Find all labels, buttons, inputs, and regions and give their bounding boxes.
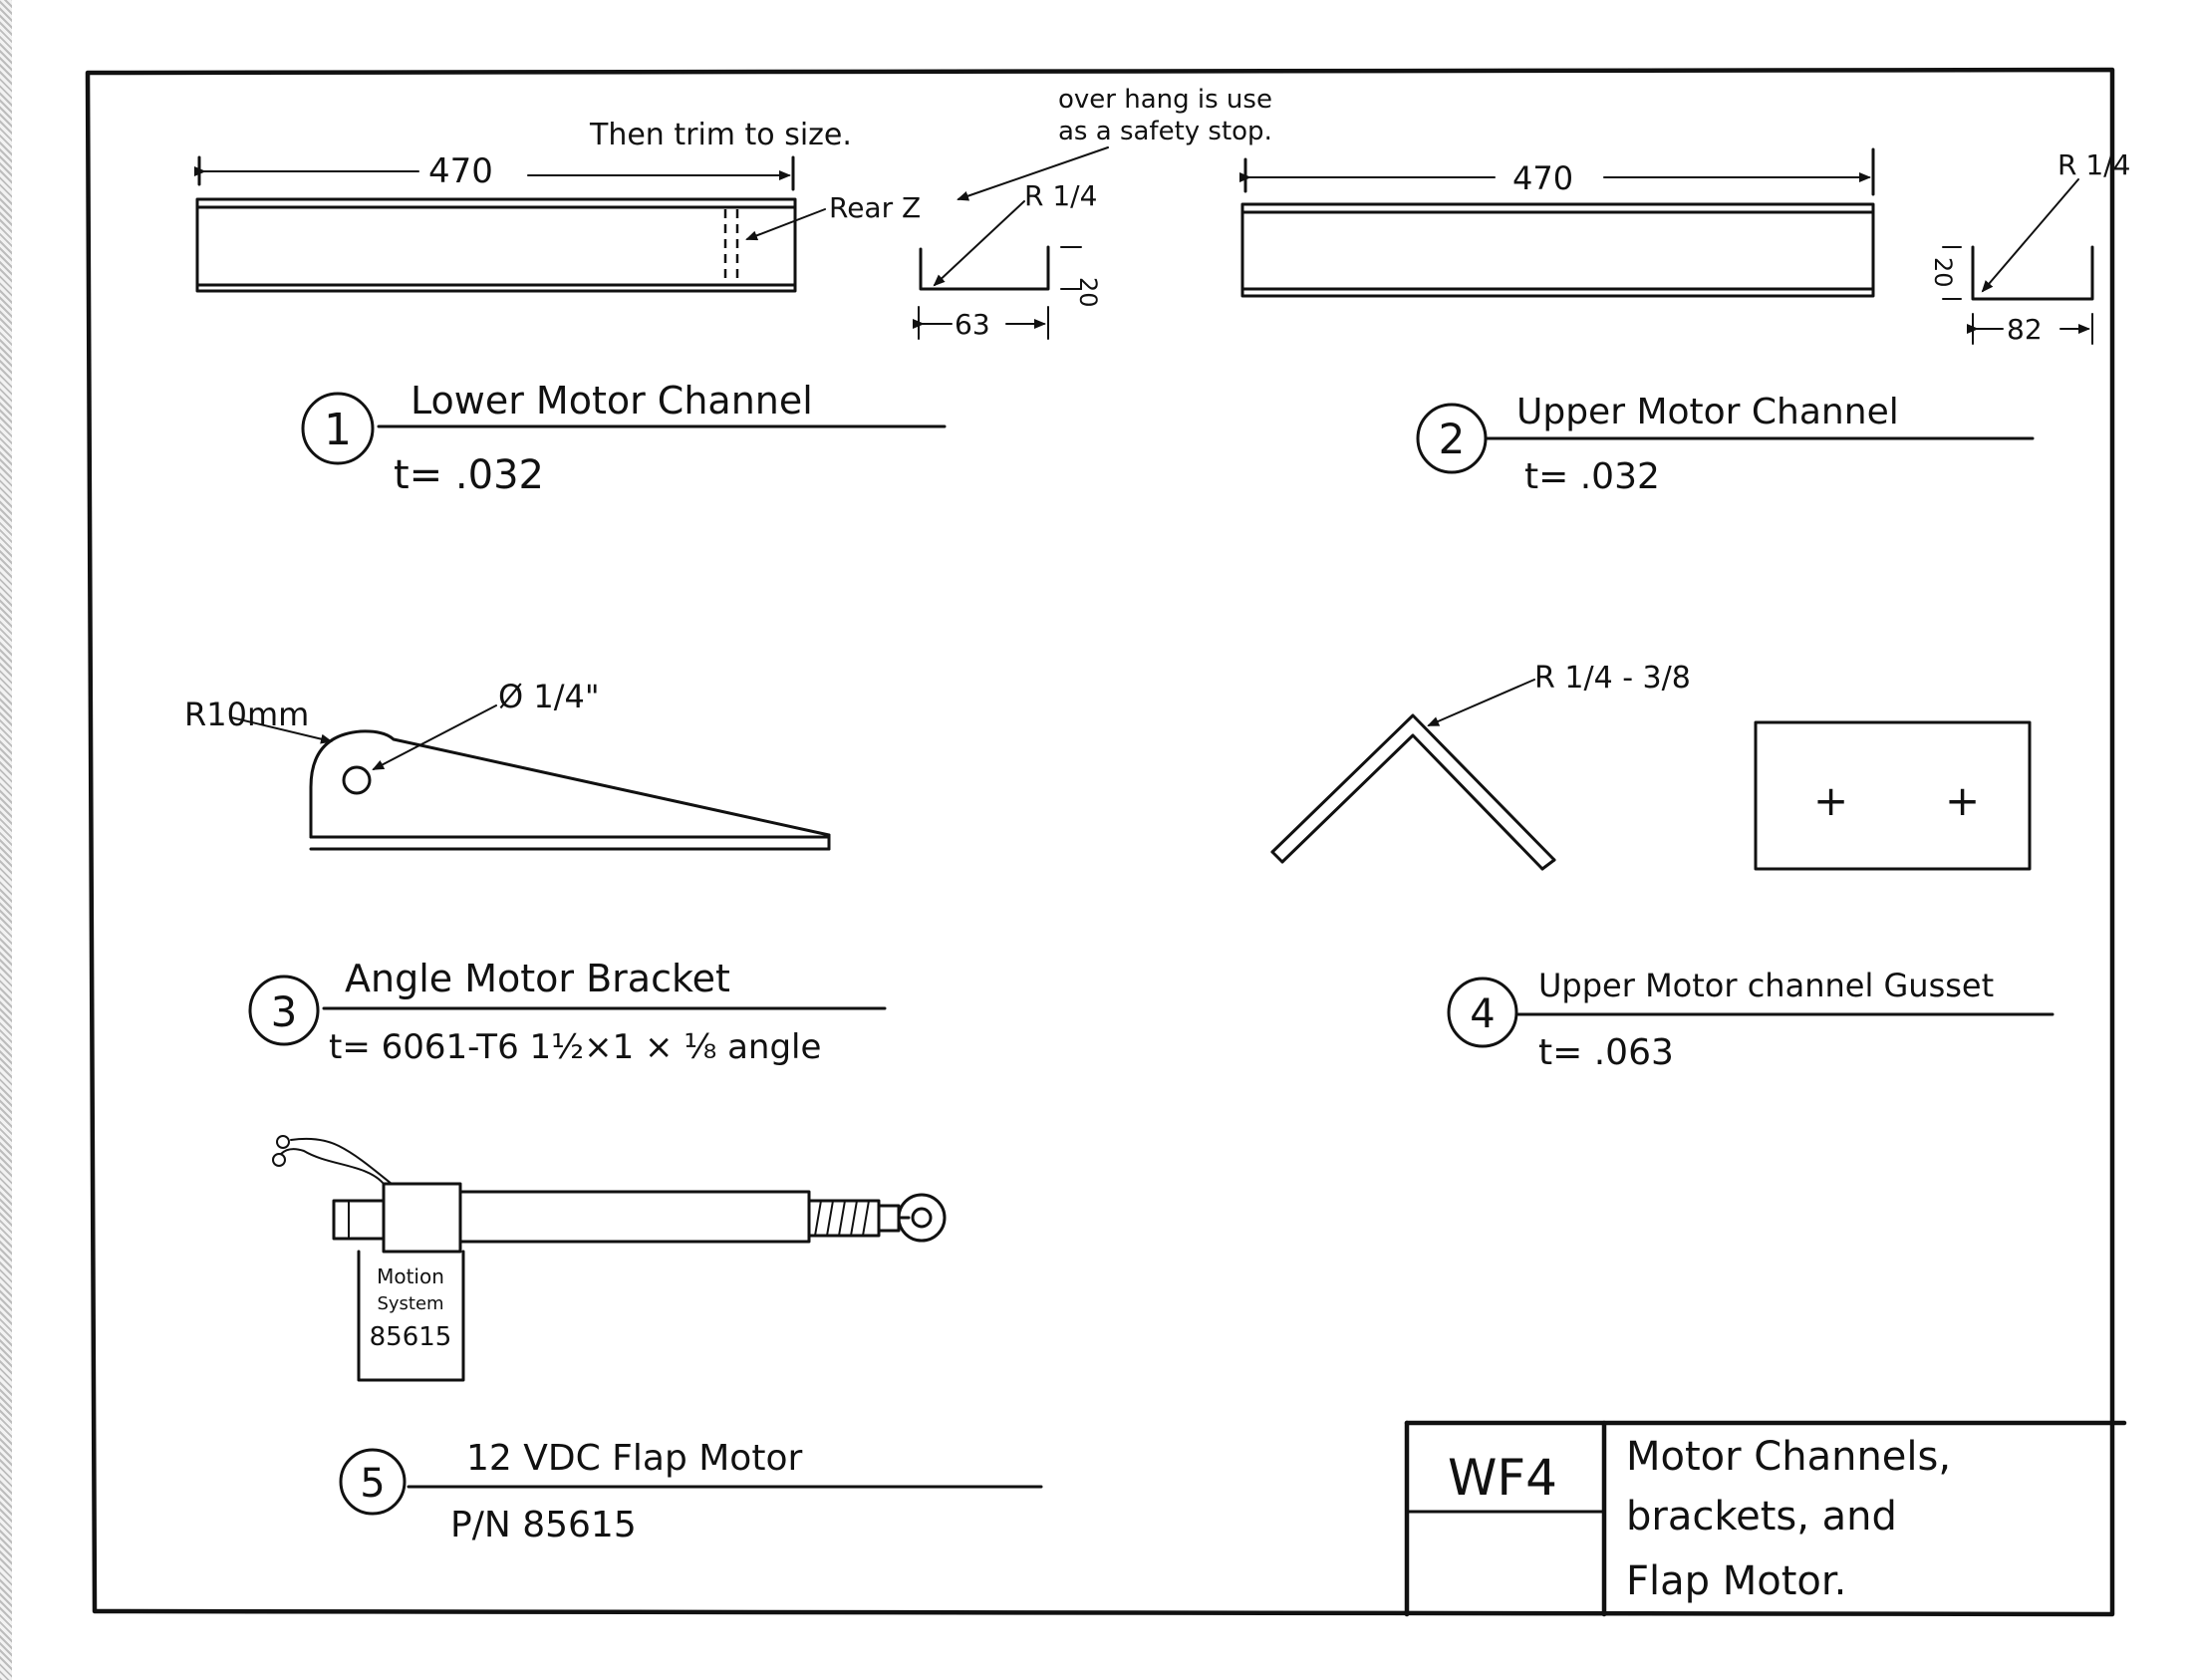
part2-drawing: 470 R 1/4 20 82 [1239,147,2130,346]
overhang-line-1: over hang is use [1058,85,1272,115]
part4-mark-2: + [1945,776,1980,825]
part1-number: 1 [324,405,352,455]
part2-length-label: 470 [1512,159,1573,197]
part2-radius-label: R 1/4 [2057,148,2130,181]
part3-radius-label: R10mm [184,696,309,733]
part4-title: Upper Motor channel Gusset [1538,967,1994,1004]
overhang-line-2: as a safety stop. [1058,117,1272,146]
scan-edge [0,0,12,1680]
part5-number-circle [339,1448,407,1516]
part5-motor-label-2: System [377,1293,443,1314]
title-description-line-2: brackets, and [1626,1494,1897,1540]
title-description-line-3: Flap Motor. [1626,1558,1846,1604]
part3-number-circle [248,975,320,1046]
sheet-border [85,67,2115,1617]
overhang-note: over hang is use as a safety stop. [957,85,1272,201]
part3-number: 3 [271,987,298,1036]
part1-flange-height: 20 [1074,277,1102,308]
part1-radius-label: R 1/4 [1024,179,1097,212]
title-description-line-1: Motor Channels, [1626,1434,1951,1480]
part1-caption: 1 Lower Motor Channel t= .032 [301,379,947,498]
part4-number-circle [1447,977,1518,1048]
part4-caption: 4 Upper Motor channel Gusset t= .063 [1447,967,2055,1073]
part4-mark-1: + [1813,776,1848,825]
part1-thickness: t= .032 [394,452,544,498]
part4-thickness: t= .063 [1538,1032,1674,1073]
part1-rear-label: Rear Z [829,191,921,224]
part1-length-label: 470 [428,151,493,191]
part1-title: Lower Motor Channel [411,379,813,422]
part5-drawing: Motion System 85615 [272,1135,947,1382]
part2-flange-height: 20 [1929,257,1957,288]
part2-flange-width: 82 [2007,313,2043,346]
part2-number: 2 [1439,415,1466,463]
part5-number: 5 [360,1461,385,1507]
drawing-id: WF4 [1448,1449,1557,1507]
part5-caption: 5 12 VDC Flap Motor P/N 85615 [339,1438,1043,1545]
part4-radius-label: R 1/4 - 3/8 [1534,661,1691,696]
part3-drawing: R10mm Ø 1/4" [184,678,831,851]
part5-motor-label-3: 85615 [370,1322,452,1352]
part2-caption: 2 Upper Motor Channel t= .032 [1416,392,2035,497]
part4-number: 4 [1470,991,1495,1037]
part5-motor-label-1: Motion [377,1264,444,1288]
part5-part-number: P/N 85615 [450,1505,637,1545]
part3-spec: t= 6061-T6 1½×1 × ⅛ angle [329,1027,821,1067]
part5-title: 12 VDC Flap Motor [466,1438,802,1479]
part2-thickness: t= .032 [1524,456,1660,497]
part1-trim-note: Then trim to size. [589,118,852,152]
part3-caption: 3 Angle Motor Bracket t= 6061-T6 1½×1 × … [248,957,887,1067]
part3-title: Angle Motor Bracket [345,957,730,1000]
part4-drawing: R 1/4 - 3/8 + + [1270,661,2032,871]
part3-hole-label: Ø 1/4" [498,678,600,715]
part2-title: Upper Motor Channel [1516,392,1899,432]
part1-drawing: 470 Then trim to size. Rear Z R 1/4 63 2… [194,118,1102,341]
title-block: WF4 Motor Channels, brackets, and Flap M… [1404,1420,2127,1617]
part1-number-circle [301,392,375,465]
part1-flange-width: 63 [955,308,990,341]
